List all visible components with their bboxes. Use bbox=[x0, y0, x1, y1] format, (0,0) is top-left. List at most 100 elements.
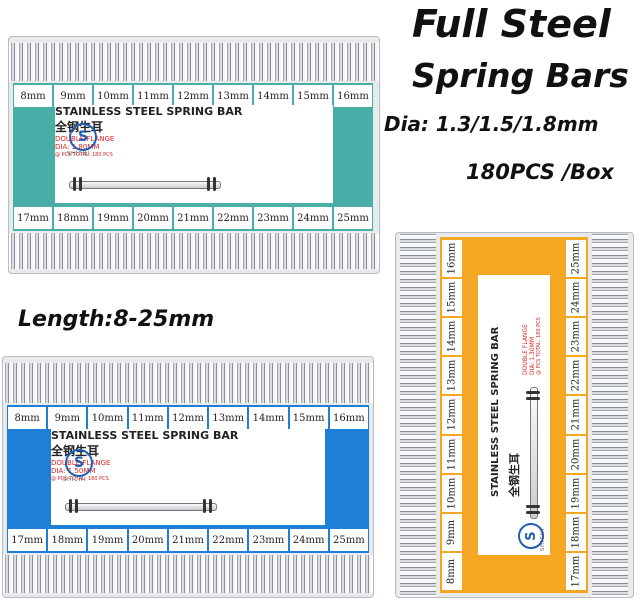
brand-name: SHICHI bbox=[63, 477, 87, 483]
blue-box-pins-top bbox=[3, 363, 373, 403]
spec-total: @ PCS TOTAL: 180 PCS bbox=[51, 475, 109, 482]
spec-diameter: DIA: 1.50MM bbox=[51, 467, 96, 476]
orange-left-size-label: 14mm bbox=[442, 318, 462, 356]
blue-box: S SHICHI STAINLESS STEEL SPRING BAR 全钢生耳… bbox=[2, 356, 374, 598]
bar-flange-bottom bbox=[526, 505, 540, 508]
teal-top-size-label: 12mm bbox=[174, 85, 212, 107]
teal-top-size-label: 13mm bbox=[214, 85, 252, 107]
blue-bottom-size-label: 19mm bbox=[88, 529, 127, 551]
blue-bottom-size-label: 22mm bbox=[209, 529, 248, 551]
blue-top-size-label: 12mm bbox=[168, 407, 208, 429]
bar-flange-right-2 bbox=[213, 177, 216, 191]
teal-bottom-size-label: 20mm bbox=[134, 207, 172, 229]
product-title: STAINLESS STEEL SPRING BAR bbox=[490, 326, 501, 497]
headline-pieces: 180PCS /Box bbox=[466, 160, 614, 184]
teal-top-size-label: 11mm bbox=[134, 85, 172, 107]
teal-bottom-size-label: 22mm bbox=[214, 207, 252, 229]
brand-logo-icon: S bbox=[69, 123, 97, 151]
bar-flange-right-2 bbox=[209, 499, 212, 513]
brand-name: SHICHI bbox=[540, 527, 546, 551]
teal-top-size-label: 14mm bbox=[254, 85, 292, 107]
bar-flange-top bbox=[526, 391, 540, 394]
bar-flange-left-2 bbox=[75, 499, 78, 513]
spring-bar-illustration bbox=[65, 503, 217, 511]
bar-flange-right bbox=[203, 499, 206, 513]
blue-bottom-size-label: 17mm bbox=[8, 529, 47, 551]
product-title: STAINLESS STEEL SPRING BAR bbox=[55, 105, 243, 118]
bar-flange-top-2 bbox=[526, 397, 540, 400]
spring-bar-illustration bbox=[530, 387, 538, 519]
teal-bottom-size-label: 21mm bbox=[174, 207, 212, 229]
spec-total: @ PCS TOTAL: 180 PCS bbox=[536, 317, 542, 375]
blue-bottom-size-label: 25mm bbox=[329, 529, 368, 551]
blue-bottom-size-label: 20mm bbox=[128, 529, 167, 551]
bar-flange-left bbox=[73, 177, 76, 191]
orange-left-size-label: 12mm bbox=[442, 396, 462, 434]
orange-left-size-label: 16mm bbox=[442, 240, 462, 278]
orange-left-size-label: 8mm bbox=[442, 552, 462, 590]
bar-flange-bottom-2 bbox=[526, 511, 540, 514]
headline-length: Length:8-25mm bbox=[18, 307, 215, 332]
teal-box-pins-bottom bbox=[9, 233, 379, 269]
blue-top-size-label: 14mm bbox=[249, 407, 288, 429]
blue-top-size-label: 11mm bbox=[128, 407, 167, 429]
product-title-cn: 全钢生耳 bbox=[508, 453, 521, 497]
teal-bottom-size-label: 24mm bbox=[294, 207, 332, 229]
orange-box-pins-left bbox=[400, 233, 436, 597]
spec-diameter: DIA: 1.80MM bbox=[55, 143, 100, 152]
orange-right-size-label: 25mm bbox=[566, 240, 586, 278]
blue-bottom-size-label: 21mm bbox=[168, 529, 208, 551]
brand-name: SHICHI bbox=[67, 151, 91, 157]
product-title-cn: 全钢生耳 bbox=[55, 120, 104, 134]
product-title: STAINLESS STEEL SPRING BAR bbox=[51, 429, 239, 442]
teal-bottom-size-label: 25mm bbox=[334, 207, 372, 229]
headline-spring-bars: Spring Bars bbox=[412, 56, 629, 95]
blue-top-size-label: 13mm bbox=[209, 407, 248, 429]
orange-right-size-label: 18mm bbox=[566, 513, 586, 551]
blue-bottom-size-label: 24mm bbox=[289, 529, 328, 551]
product-title-cn: 全钢生耳 bbox=[51, 444, 100, 458]
orange-box: S STAINLESS STEEL SPRING BAR 全钢生耳 DOUBLE… bbox=[395, 232, 634, 598]
orange-left-size-label: 15mm bbox=[442, 279, 462, 317]
orange-left-size-label: 11mm bbox=[442, 435, 462, 473]
teal-bottom-size-label: 18mm bbox=[54, 207, 92, 229]
spec-total: @ PCS TOTAL: 180 PCS bbox=[55, 151, 113, 158]
orange-box-pins-right bbox=[592, 233, 628, 597]
teal-bottom-size-label: 17mm bbox=[14, 207, 52, 229]
bar-flange-right bbox=[207, 177, 210, 191]
headline-diameter: Dia: 1.3/1.5/1.8mm bbox=[384, 112, 599, 136]
blue-bottom-size-label: 23mm bbox=[249, 529, 288, 551]
teal-top-size-label: 15mm bbox=[294, 85, 332, 107]
teal-box-label: S SHICHI STAINLESS STEEL SPRING BAR 全钢生耳… bbox=[55, 105, 333, 203]
bar-flange-left-2 bbox=[79, 177, 82, 191]
blue-top-size-label: 15mm bbox=[289, 407, 328, 429]
teal-box-pins-top bbox=[9, 43, 379, 81]
bar-flange-left bbox=[69, 499, 72, 513]
orange-right-size-label: 24mm bbox=[566, 279, 586, 317]
spring-bar-illustration bbox=[69, 181, 221, 189]
teal-top-size-label: 8mm bbox=[14, 85, 52, 107]
orange-right-size-label: 22mm bbox=[566, 357, 586, 395]
blue-top-size-label: 9mm bbox=[48, 407, 87, 429]
teal-bottom-size-label: 23mm bbox=[254, 207, 292, 229]
blue-top-size-label: 10mm bbox=[88, 407, 127, 429]
teal-top-size-label: 16mm bbox=[334, 85, 372, 107]
blue-box-pins-bottom bbox=[3, 555, 373, 593]
teal-bottom-size-label: 19mm bbox=[94, 207, 132, 229]
orange-left-size-label: 10mm bbox=[442, 474, 462, 512]
brand-logo-icon: S bbox=[65, 449, 93, 477]
headline-full-steel: Full Steel bbox=[412, 2, 611, 46]
blue-bottom-size-label: 18mm bbox=[48, 529, 87, 551]
orange-right-size-label: 20mm bbox=[566, 435, 586, 473]
blue-box-label: S SHICHI STAINLESS STEEL SPRING BAR 全钢生耳… bbox=[51, 429, 325, 525]
orange-box-label: S STAINLESS STEEL SPRING BAR 全钢生耳 DOUBLE… bbox=[478, 275, 550, 555]
orange-left-size-label: 9mm bbox=[442, 513, 462, 551]
teal-top-size-label: 9mm bbox=[54, 85, 92, 107]
orange-left-size-label: 13mm bbox=[442, 357, 462, 395]
orange-right-size-label: 21mm bbox=[566, 396, 586, 434]
teal-top-size-label: 10mm bbox=[94, 85, 132, 107]
orange-right-size-label: 17mm bbox=[566, 552, 586, 590]
teal-box: S SHICHI STAINLESS STEEL SPRING BAR 全钢生耳… bbox=[8, 36, 380, 274]
blue-top-size-label: 8mm bbox=[8, 407, 47, 429]
orange-right-size-label: 19mm bbox=[566, 474, 586, 512]
